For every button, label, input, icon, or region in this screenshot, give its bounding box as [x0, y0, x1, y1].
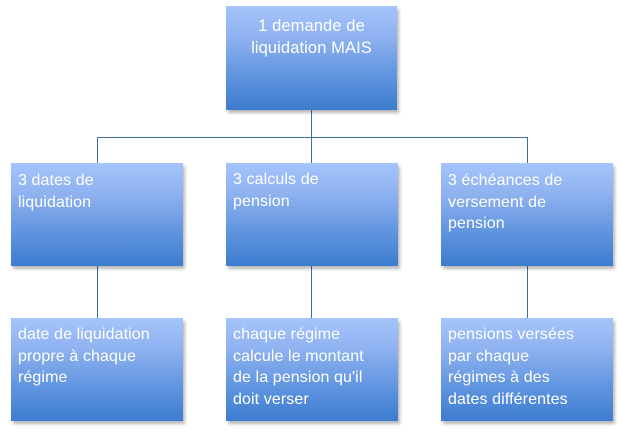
node-label: 3 échéances de versement de pension [448, 172, 563, 232]
connector-left-l2-l3 [97, 266, 98, 318]
connector-center-down [311, 137, 312, 163]
node-dates-liquidation: 3 dates de liquidation [11, 163, 183, 266]
node-label: date de liquidation propre à chaque régi… [18, 326, 150, 386]
connector-root-down [311, 110, 312, 137]
node-label: chaque régime calcule le montant de la p… [233, 326, 364, 408]
node-label: 3 calculs de pension [233, 171, 319, 210]
root-node-label: 1 demande de liquidation MAIS [251, 17, 372, 57]
node-pensions-versees: pensions versées par chaque régimes à de… [441, 318, 613, 421]
node-label: 3 dates de liquidation [18, 172, 94, 211]
connector-right-l2-l3 [527, 266, 528, 318]
root-node: 1 demande de liquidation MAIS [226, 6, 397, 110]
connector-horizontal [97, 137, 528, 138]
connector-left-down [97, 137, 98, 163]
node-echeances-versement: 3 échéances de versement de pension [441, 163, 613, 266]
node-calcul-montant: chaque régime calcule le montant de la p… [226, 318, 398, 421]
connector-right-down [527, 137, 528, 163]
connector-center-l2-l3 [311, 266, 312, 318]
node-calculs-pension: 3 calculs de pension [226, 163, 398, 266]
node-date-propre-regime: date de liquidation propre à chaque régi… [11, 318, 183, 421]
node-label: pensions versées par chaque régimes à de… [448, 326, 575, 408]
